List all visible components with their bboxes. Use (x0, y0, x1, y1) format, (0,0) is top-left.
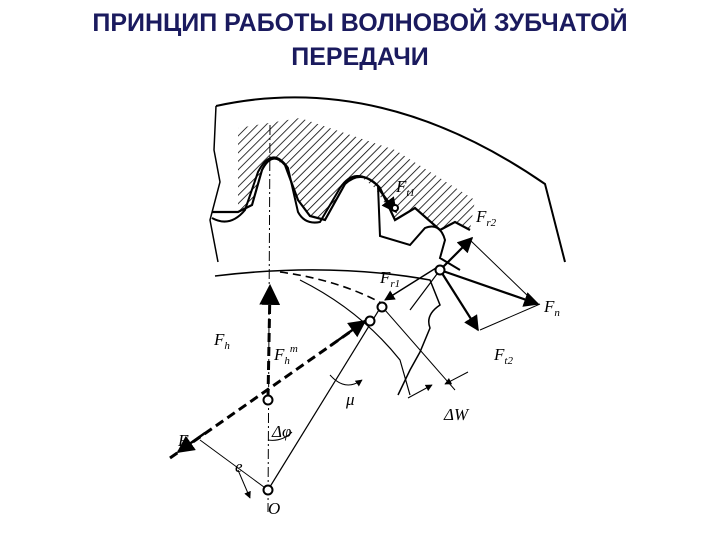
label-mu: μ (345, 390, 355, 409)
e-arrow (237, 469, 251, 499)
force-f-tip-arrow (329, 319, 367, 348)
contact-point-generator (364, 315, 376, 327)
force-fr1-arrow (384, 267, 437, 301)
label-fr1: Fr1 (379, 268, 400, 290)
point-fh (262, 394, 274, 406)
generator-contour (299, 279, 411, 396)
label-e: e (235, 457, 243, 476)
rigid-gear-teeth-hatching (212, 118, 475, 232)
radius-line (267, 304, 383, 491)
center-point-o (262, 484, 274, 496)
dphi-arc (267, 431, 293, 441)
label-fr2: Fr2 (475, 207, 497, 229)
parallelogram-edge-1 (479, 303, 541, 331)
label-fh: Fh (213, 330, 230, 352)
label-dw: ΔW (443, 405, 470, 424)
label-dphi: Δφ (271, 422, 291, 441)
mu-arc (329, 374, 363, 387)
wave-generator-arc (279, 271, 386, 306)
force-ft2-arrow (439, 269, 479, 332)
dw-arrow-2 (444, 371, 469, 385)
e-lever-line (199, 439, 269, 491)
contact-point-2 (376, 301, 388, 313)
label-fh-tau: Fhт (273, 343, 298, 367)
label-fn: Fn (543, 297, 560, 319)
force-fn-arrow (439, 268, 540, 307)
label-ft1: Ft1 (395, 177, 415, 199)
label-ft2: Ft2 (493, 345, 513, 367)
title-line-1: ПРИНЦИП РАБОТЫ ВОЛНОВОЙ ЗУБЧАТОЙ (92, 9, 628, 37)
vertical-axis (267, 124, 271, 513)
force-fh-arrow (259, 283, 281, 399)
flexible-gear-teeth (211, 156, 461, 396)
contact-point-teeth (434, 264, 446, 276)
dw-line-1 (384, 309, 456, 391)
force-f-arrow (176, 431, 206, 454)
label-o: O (268, 499, 280, 518)
force-line-lower (409, 269, 441, 311)
force-fr2-arrow (439, 236, 474, 271)
title-line-2: ПЕРЕДАЧИ (291, 43, 429, 71)
parallelogram-edge-2 (469, 239, 531, 299)
rigid-gear-ring (209, 96, 566, 263)
label-f: F (177, 431, 189, 450)
page-title: ПРИНЦИП РАБОТЫ ВОЛНОВОЙ ЗУБЧАТОЙ ПЕРЕДАЧ… (0, 6, 720, 74)
dw-arrow-1 (407, 384, 433, 399)
point-ft1 (391, 204, 399, 212)
